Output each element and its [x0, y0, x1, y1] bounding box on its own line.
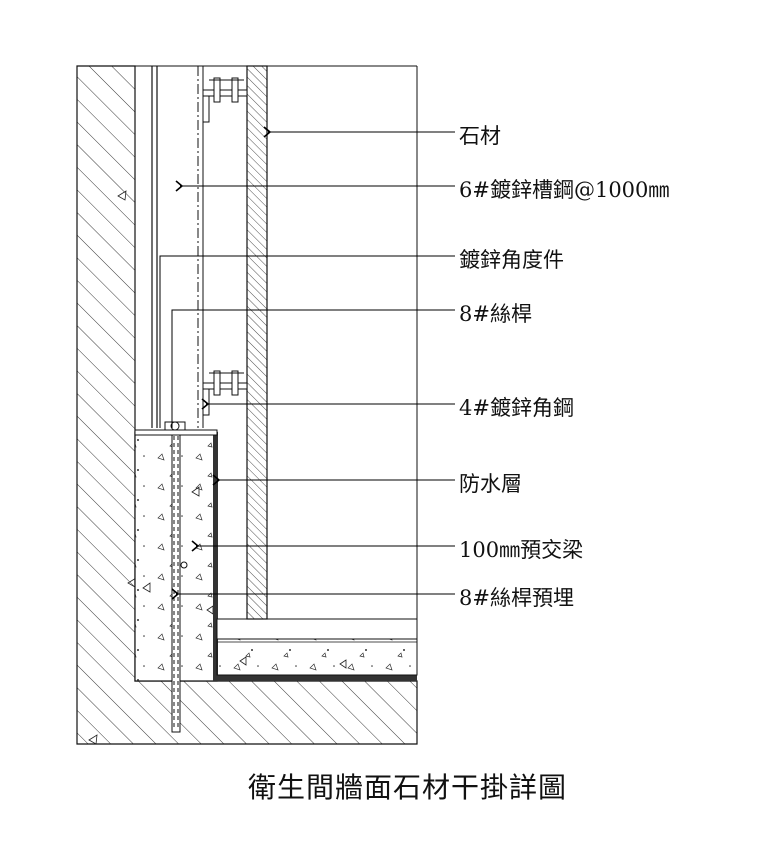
- label-rod: 8#絲桿: [459, 302, 532, 326]
- waterproof-layer: [213, 432, 417, 681]
- label-waterproof: 防水層: [459, 472, 522, 496]
- angle-steel-bracket-mid: [202, 370, 248, 416]
- label-stone: 石材: [459, 124, 501, 148]
- stone-panel: [246, 65, 268, 620]
- floor-finish: [216, 618, 418, 676]
- frame-lines: [135, 65, 418, 620]
- leader-rod: [171, 309, 455, 428]
- channel-steel: [151, 66, 204, 428]
- label-angle-steel: 4#鍍鋅角鋼: [459, 396, 574, 420]
- leader-angle-piece: [159, 255, 455, 428]
- angle-steel-bracket-top: [202, 77, 248, 123]
- leader-lines: [159, 126, 455, 600]
- label-beam: 100㎜預交梁: [459, 538, 584, 562]
- label-embedded-rod: 8#絲桿預埋: [459, 586, 574, 610]
- drawing-title: 衛生間牆面石材干掛詳圖: [248, 771, 568, 804]
- label-angle-piece: 鍍鋅角度件: [459, 248, 564, 272]
- label-channel-steel: 6#鍍鋅槽鋼@1000㎜: [459, 178, 670, 202]
- base-plate: [134, 421, 218, 436]
